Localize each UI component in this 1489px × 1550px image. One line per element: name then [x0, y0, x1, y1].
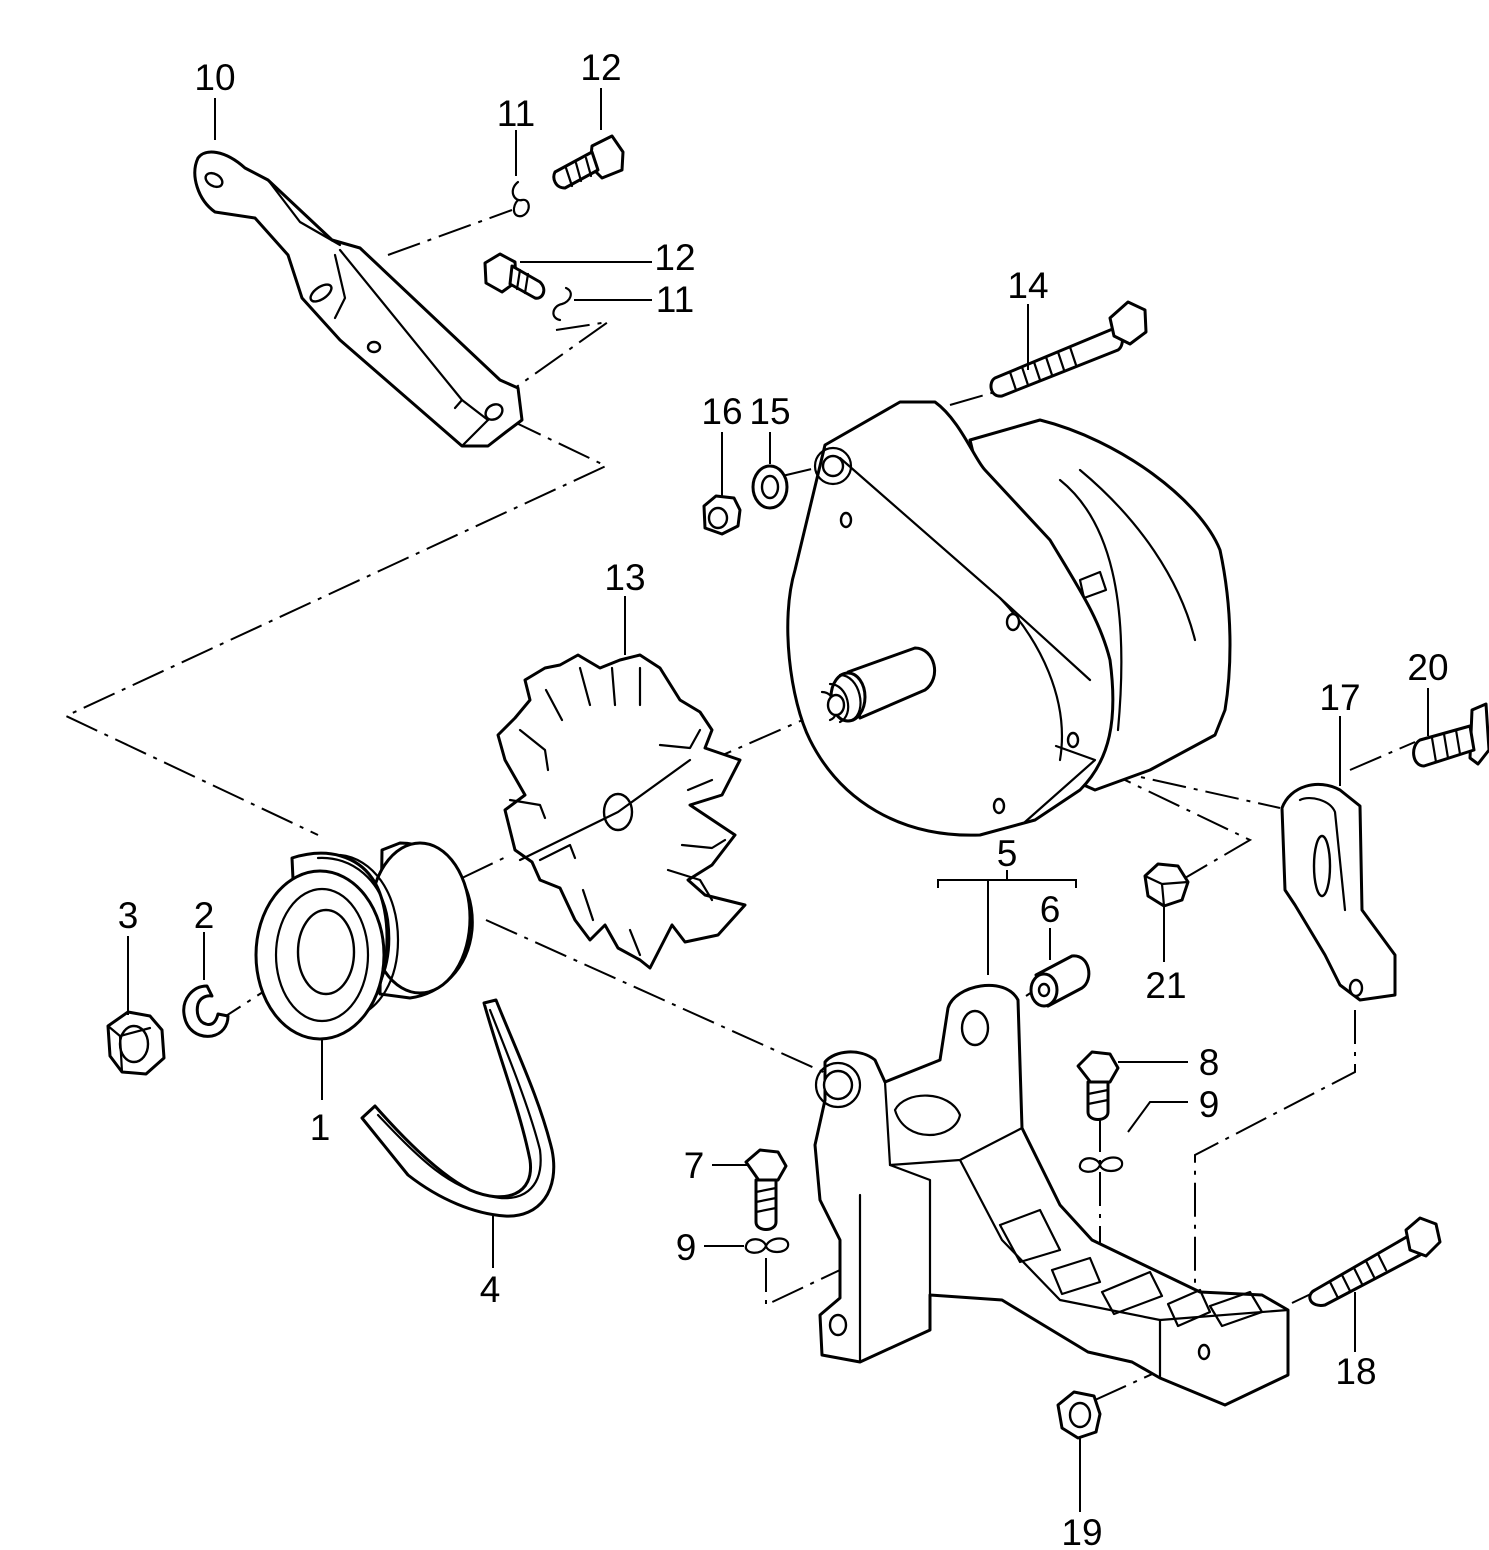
long-bolt-part-14 — [989, 300, 1148, 398]
bolt-part-7 — [744, 1148, 788, 1231]
assembly-lines — [63, 209, 1416, 1401]
bolt-part-20 — [1412, 702, 1489, 768]
bolt-part-12-lower — [483, 252, 546, 300]
circlip-part-2 — [182, 984, 230, 1038]
callout-14: 14 — [1007, 265, 1048, 306]
callout-11a: 11 — [497, 93, 535, 134]
adjuster-bracket-part-17 — [1280, 782, 1397, 1002]
callout-15: 15 — [749, 391, 790, 432]
lock-washer-part-11-upper — [511, 180, 530, 218]
nut-part-21 — [1143, 862, 1190, 908]
lock-washer-part-9-left — [744, 1237, 790, 1254]
callout-4: 4 — [480, 1269, 501, 1310]
lock-washer-part-11-lower — [552, 286, 572, 322]
long-bolt-part-18 — [1308, 1216, 1442, 1307]
callout-10: 10 — [194, 57, 235, 98]
callout-8: 8 — [1199, 1042, 1220, 1083]
callout-9b: 9 — [1199, 1084, 1220, 1125]
callout-20: 20 — [1407, 647, 1448, 688]
mounting-bracket-part-5 — [813, 984, 1290, 1407]
callout-3: 3 — [118, 895, 139, 936]
bolt-part-8 — [1076, 1050, 1120, 1121]
callout-labels: 10 11 12 12 11 14 16 15 13 20 17 5 6 3 2… — [118, 47, 1449, 1550]
callout-5: 5 — [997, 833, 1018, 874]
callout-17: 17 — [1319, 677, 1360, 718]
upper-bracket-part-10 — [193, 150, 524, 448]
callout-11b: 11 — [656, 279, 694, 320]
v-belt-part-4 — [360, 998, 556, 1218]
pulley-part-1 — [254, 841, 474, 1041]
nut-part-16 — [702, 494, 742, 536]
callout-6: 6 — [1040, 889, 1061, 930]
callout-16: 16 — [701, 391, 742, 432]
callout-1: 1 — [310, 1107, 331, 1148]
callout-2: 2 — [194, 895, 215, 936]
nut-part-19 — [1056, 1390, 1102, 1440]
callout-18: 18 — [1335, 1351, 1376, 1392]
bolt-part-12-upper — [552, 134, 625, 190]
callout-9a: 9 — [676, 1227, 697, 1268]
nut-part-3 — [106, 1010, 166, 1076]
leader-lines — [127, 88, 1429, 1512]
callout-13: 13 — [604, 557, 645, 598]
callout-12b: 12 — [654, 237, 695, 278]
callout-12a: 12 — [580, 47, 621, 88]
callout-19: 19 — [1061, 1512, 1102, 1550]
cooling-fan-part-13 — [496, 653, 747, 970]
callout-21: 21 — [1145, 965, 1186, 1006]
bushing-part-6 — [1029, 954, 1091, 1008]
alternator — [786, 400, 1232, 837]
washer-part-15 — [751, 464, 789, 510]
callout-7: 7 — [684, 1145, 705, 1186]
lock-washer-part-9-right — [1078, 1156, 1124, 1173]
